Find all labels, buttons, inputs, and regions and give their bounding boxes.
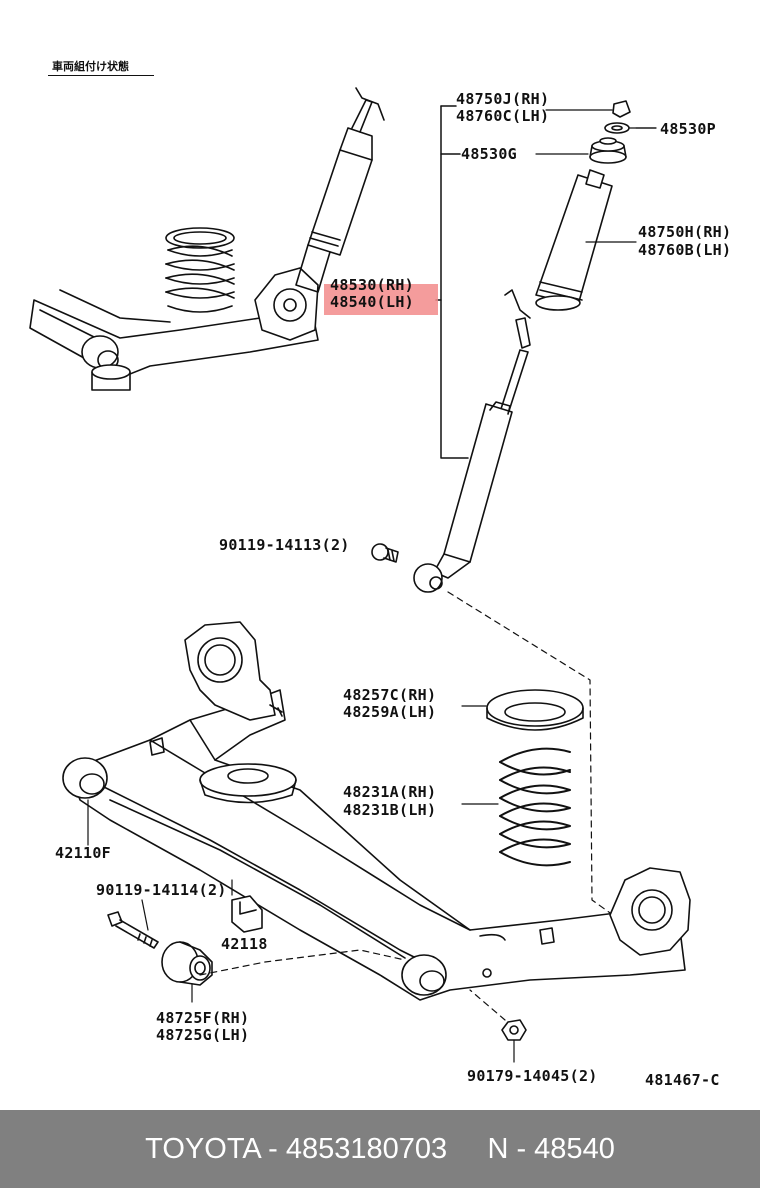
dashed-leader-shock	[447, 591, 621, 921]
bushing	[161, 941, 213, 1003]
label-42110F: 42110F	[55, 844, 111, 862]
inset-assembly	[29, 87, 385, 391]
label-90119-14114: 90119-14114(2)	[96, 881, 227, 899]
inset-title-underline	[48, 75, 154, 76]
coil-spring	[461, 747, 571, 867]
nut-lower	[469, 989, 527, 1063]
parts-diagram	[29, 87, 691, 1063]
footer-bar: TOYOTA - 4853180703 N - 48540	[0, 1110, 760, 1188]
label-48231A: 48231A(RH)	[343, 783, 437, 801]
label-48231B: 48231B(LH)	[343, 801, 437, 819]
spring-seat	[461, 689, 584, 731]
label-48750J: 48750J(RH)	[456, 90, 550, 108]
bolt-lower	[107, 899, 159, 949]
upper-mount	[535, 137, 627, 164]
diagram-code: 481467-C	[645, 1071, 720, 1089]
bracket-42118	[231, 879, 263, 933]
inset-coil-spring	[165, 227, 235, 313]
axle-beam	[62, 621, 691, 1001]
highlight-48540	[324, 284, 438, 315]
label-48750H: 48750H(RH)	[638, 223, 732, 241]
bolt-upper	[371, 543, 399, 563]
inset-title: 車両組付け状態	[52, 60, 129, 73]
label-42118: 42118	[221, 935, 268, 953]
label-48530: 48530(RH)	[330, 276, 414, 294]
label-48725G: 48725G(LH)	[156, 1026, 250, 1044]
label-48530P: 48530P	[660, 120, 716, 138]
label-48760C: 48760C(LH)	[456, 107, 550, 125]
inset-shock-absorber	[295, 87, 385, 293]
label-48540: 48540(LH)	[330, 293, 414, 311]
callout-bracket	[435, 105, 469, 459]
label-90179-14045: 90179-14045(2)	[467, 1067, 598, 1085]
label-48530G: 48530G	[461, 145, 517, 163]
label-48259A: 48259A(LH)	[343, 703, 437, 721]
top-nut	[545, 100, 631, 118]
label-48257C: 48257C(RH)	[343, 686, 437, 704]
label-48760B: 48760B(LH)	[638, 241, 732, 259]
dashed-leader-bushing	[199, 949, 406, 976]
footer-text: TOYOTA - 4853180703 N - 48540	[145, 1132, 615, 1165]
label-48725F: 48725F(RH)	[156, 1009, 250, 1027]
dust-boot	[535, 169, 637, 311]
label-90119-14113: 90119-14113(2)	[219, 536, 350, 554]
shock-absorber	[413, 289, 531, 593]
